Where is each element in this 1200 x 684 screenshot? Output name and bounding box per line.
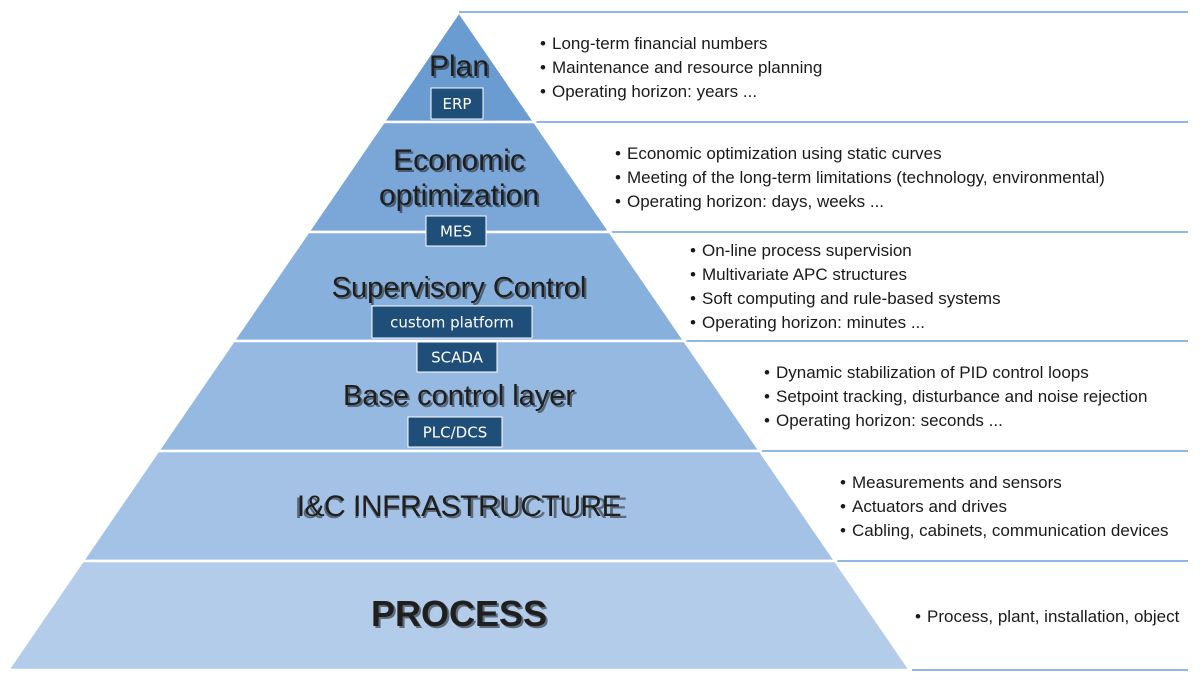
bullet-marker: • xyxy=(690,265,696,284)
level-description-item: Multivariate APC structures xyxy=(702,265,907,284)
level-title-shadow: Economic xyxy=(395,146,527,179)
bullet-marker: • xyxy=(690,289,696,308)
level-description-item: On-line process supervision xyxy=(702,241,912,260)
bullet-marker: • xyxy=(615,192,621,211)
bullet-marker: • xyxy=(540,34,546,53)
level-description-item: Cabling, cabinets, communication devices xyxy=(852,521,1169,540)
level-title-shadow: optimization xyxy=(381,181,541,214)
level-title: Economic xyxy=(393,144,525,177)
level-description-item: Actuators and drives xyxy=(852,497,1007,516)
system-badge xyxy=(416,341,498,373)
level-title-shadow: Base control layer xyxy=(345,382,577,414)
level-description-item: Long-term financial numbers xyxy=(552,34,767,53)
level-title-shadow: Supervisory Control xyxy=(334,274,589,306)
level-description-item: Economic optimization using static curve… xyxy=(627,144,942,163)
system-badge-label: MES xyxy=(440,223,472,241)
level-description-item: Measurements and sensors xyxy=(852,473,1062,492)
level-title: PROCESS xyxy=(371,593,547,634)
bullet-marker: • xyxy=(615,144,621,163)
pyramid-layers xyxy=(5,9,913,672)
system-badge xyxy=(371,305,533,339)
level-title: Plan xyxy=(429,50,489,83)
level-title: optimization xyxy=(379,179,539,212)
level-title: I&C INFRASTRUCTURE xyxy=(297,490,621,523)
level-description-item: Meeting of the long-term limitations (te… xyxy=(627,168,1105,187)
level-description-item: Operating horizon: minutes ... xyxy=(702,313,925,332)
system-badge-label: PLC/DCS xyxy=(423,424,487,442)
level-description-item: Process, plant, installation, object xyxy=(927,607,1180,626)
bullet-marker: • xyxy=(690,313,696,332)
level-title-shadow: I&C INFRASTRUCTURE xyxy=(294,492,627,525)
system-badge xyxy=(430,87,484,120)
bullet-marker: • xyxy=(840,497,846,516)
system-badge-label: ERP xyxy=(443,95,472,113)
separator-lines xyxy=(459,11,1188,671)
bullet-marker: • xyxy=(764,387,770,406)
level-descriptions: • Long-term financial numbers • Maintenance… xyxy=(540,34,1180,626)
system-badge xyxy=(425,215,487,247)
bullet-marker: • xyxy=(615,168,621,187)
level-title: Supervisory Control xyxy=(332,272,587,304)
level-description-item: Operating horizon: days, weeks ... xyxy=(627,192,884,211)
bullet-marker: • xyxy=(840,473,846,492)
level-labels: PlanPlanERPEconomicEconomicoptimizationo… xyxy=(294,50,627,636)
level-description-item: Operating horizon: seconds ... xyxy=(776,411,1003,430)
bullet-marker: • xyxy=(690,241,696,260)
system-badge-label: custom platform xyxy=(390,314,514,332)
level-description-item: Operating horizon: years ... xyxy=(552,82,757,101)
pyramid-level-6 xyxy=(5,559,913,672)
level-description-item: Maintenance and resource planning xyxy=(552,58,822,77)
bullet-marker: • xyxy=(764,363,770,382)
bullet-marker: • xyxy=(540,82,546,101)
bullet-marker: • xyxy=(840,521,846,540)
system-badge xyxy=(407,416,503,448)
level-description-item: Setpoint tracking, disturbance and noise… xyxy=(776,387,1147,406)
level-title-shadow: PROCESS xyxy=(373,595,549,636)
bullet-marker: • xyxy=(540,58,546,77)
bullet-marker: • xyxy=(915,607,921,626)
bullet-marker: • xyxy=(764,411,770,430)
system-badge-label: SCADA xyxy=(431,349,484,367)
level-title-shadow: Plan xyxy=(431,52,491,85)
level-description-item: Dynamic stabilization of PID control loo… xyxy=(776,363,1089,382)
level-title: Base control layer xyxy=(343,380,575,412)
level-description-item: Soft computing and rule-based systems xyxy=(702,289,1001,308)
